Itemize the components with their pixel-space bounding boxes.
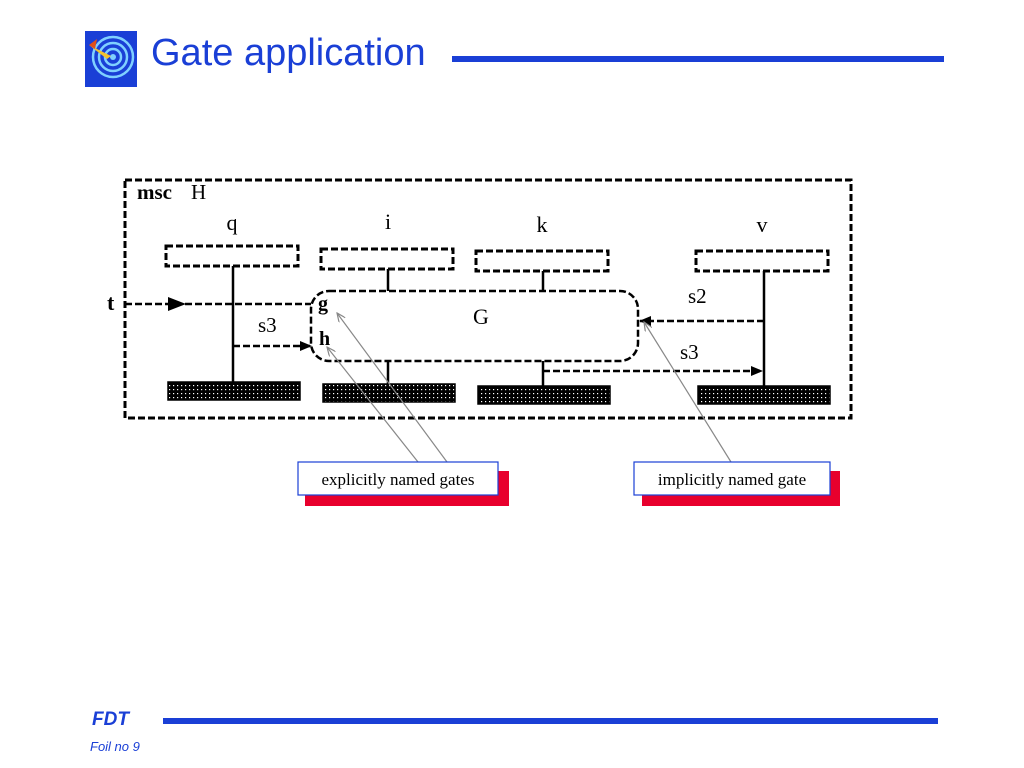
callout-explicit-text: explicitly named gates [322, 470, 475, 489]
target-logo-icon [85, 31, 137, 87]
instance-i-end [322, 383, 456, 403]
callout-pointer-g [337, 313, 448, 463]
footer-rule [163, 718, 938, 724]
gate-t-label: t [107, 290, 115, 315]
gate-h-label: h [319, 328, 330, 350]
message-s3-left-label: s3 [258, 313, 277, 337]
callout-explicit-box [297, 461, 499, 496]
msc-reference-g [309, 289, 640, 363]
instance-q-end [167, 381, 301, 401]
msc-name: H [191, 180, 206, 204]
instance-q-label: q [227, 210, 238, 235]
callout-pointer-h [327, 347, 419, 463]
instance-v-label: v [757, 212, 768, 237]
footer-brand: FDT [92, 709, 129, 730]
instance-i-label: i [385, 209, 391, 234]
instance-i-head [319, 247, 455, 271]
callout-implicit-text: implicitly named gate [658, 470, 806, 489]
callout-pointer-implicit [644, 322, 732, 463]
gate-g-label: g [318, 293, 328, 315]
instance-v-end [697, 385, 831, 405]
footer-foil-number: Foil no 9 [90, 739, 140, 754]
message-t-arrowhead [168, 297, 186, 311]
callout-implicit-box [633, 461, 831, 496]
message-s2-label: s2 [688, 284, 707, 308]
instance-q-head [164, 244, 300, 268]
title-underline [452, 56, 944, 62]
page-title: Gate application [151, 32, 426, 74]
msc-keyword: msc [137, 180, 172, 204]
instance-k-end [477, 385, 611, 405]
instance-k-head [474, 249, 610, 273]
instance-v-head [694, 249, 830, 273]
instance-k-label: k [537, 212, 548, 237]
msc-frame [123, 178, 853, 420]
message-s3-right-label: s3 [680, 340, 699, 364]
reference-name: G [473, 304, 489, 329]
